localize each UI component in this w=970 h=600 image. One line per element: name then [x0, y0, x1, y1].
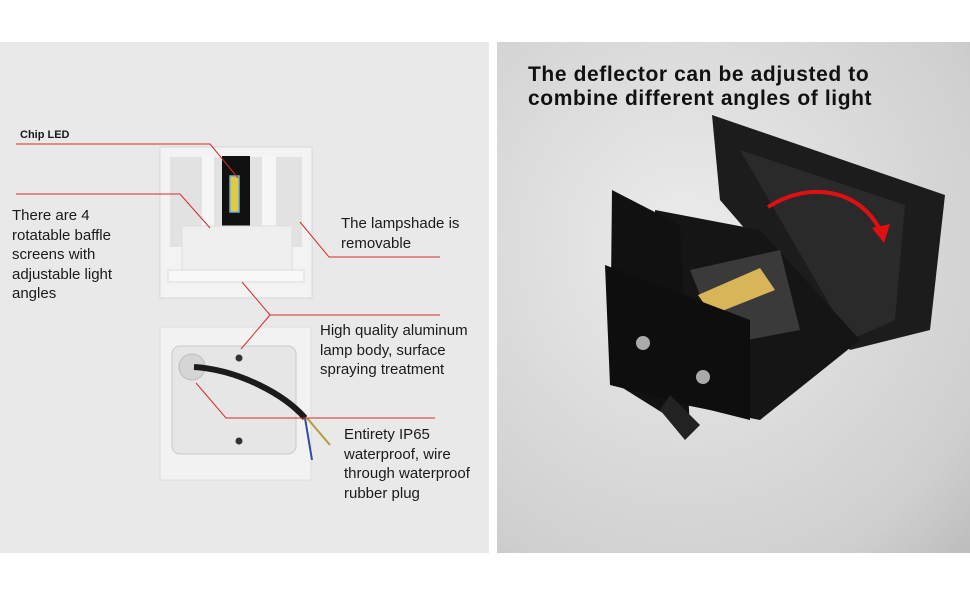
aluminum-label: High quality aluminum lamp body, surface… — [320, 321, 468, 380]
text-line: removable — [341, 234, 412, 252]
deflector-headline: The deflector can be adjusted to combine… — [528, 63, 872, 111]
rotation-arrow-icon — [766, 189, 890, 243]
text-line: through waterproof — [344, 465, 470, 482]
lamp-back-view — [159, 326, 331, 481]
chip-led-label: Chip LED — [20, 129, 70, 141]
text-line: The lampshade is — [341, 215, 460, 232]
callout-lines — [16, 143, 440, 419]
text-line: screens with — [12, 246, 96, 263]
headline-line: combine different angles of light — [528, 87, 873, 110]
text-line: rubber plug — [344, 484, 420, 502]
lamp-front-view — [159, 146, 313, 299]
ip65-label: Entirety IP65 waterproof, wire through w… — [344, 425, 470, 503]
rotated-lamp-photo — [605, 115, 945, 440]
headline-line: The deflector can be adjusted to — [528, 63, 870, 86]
text-line: lamp body, surface — [320, 341, 446, 359]
text-line: waterproof, wire — [344, 445, 451, 463]
baffle-label: There are 4 rotatable baffle screens wit… — [12, 206, 112, 304]
text-line: High quality aluminum — [320, 322, 468, 339]
text-line: spraying treatment — [320, 361, 445, 378]
text-line: There are 4 — [12, 207, 90, 224]
lampshade-label: The lampshade is removable — [341, 214, 459, 253]
text-line: adjustable light — [12, 265, 113, 283]
text-line: rotatable baffle — [12, 226, 111, 244]
text-line: Entirety IP65 — [344, 426, 430, 443]
text-line: angles — [12, 285, 57, 302]
